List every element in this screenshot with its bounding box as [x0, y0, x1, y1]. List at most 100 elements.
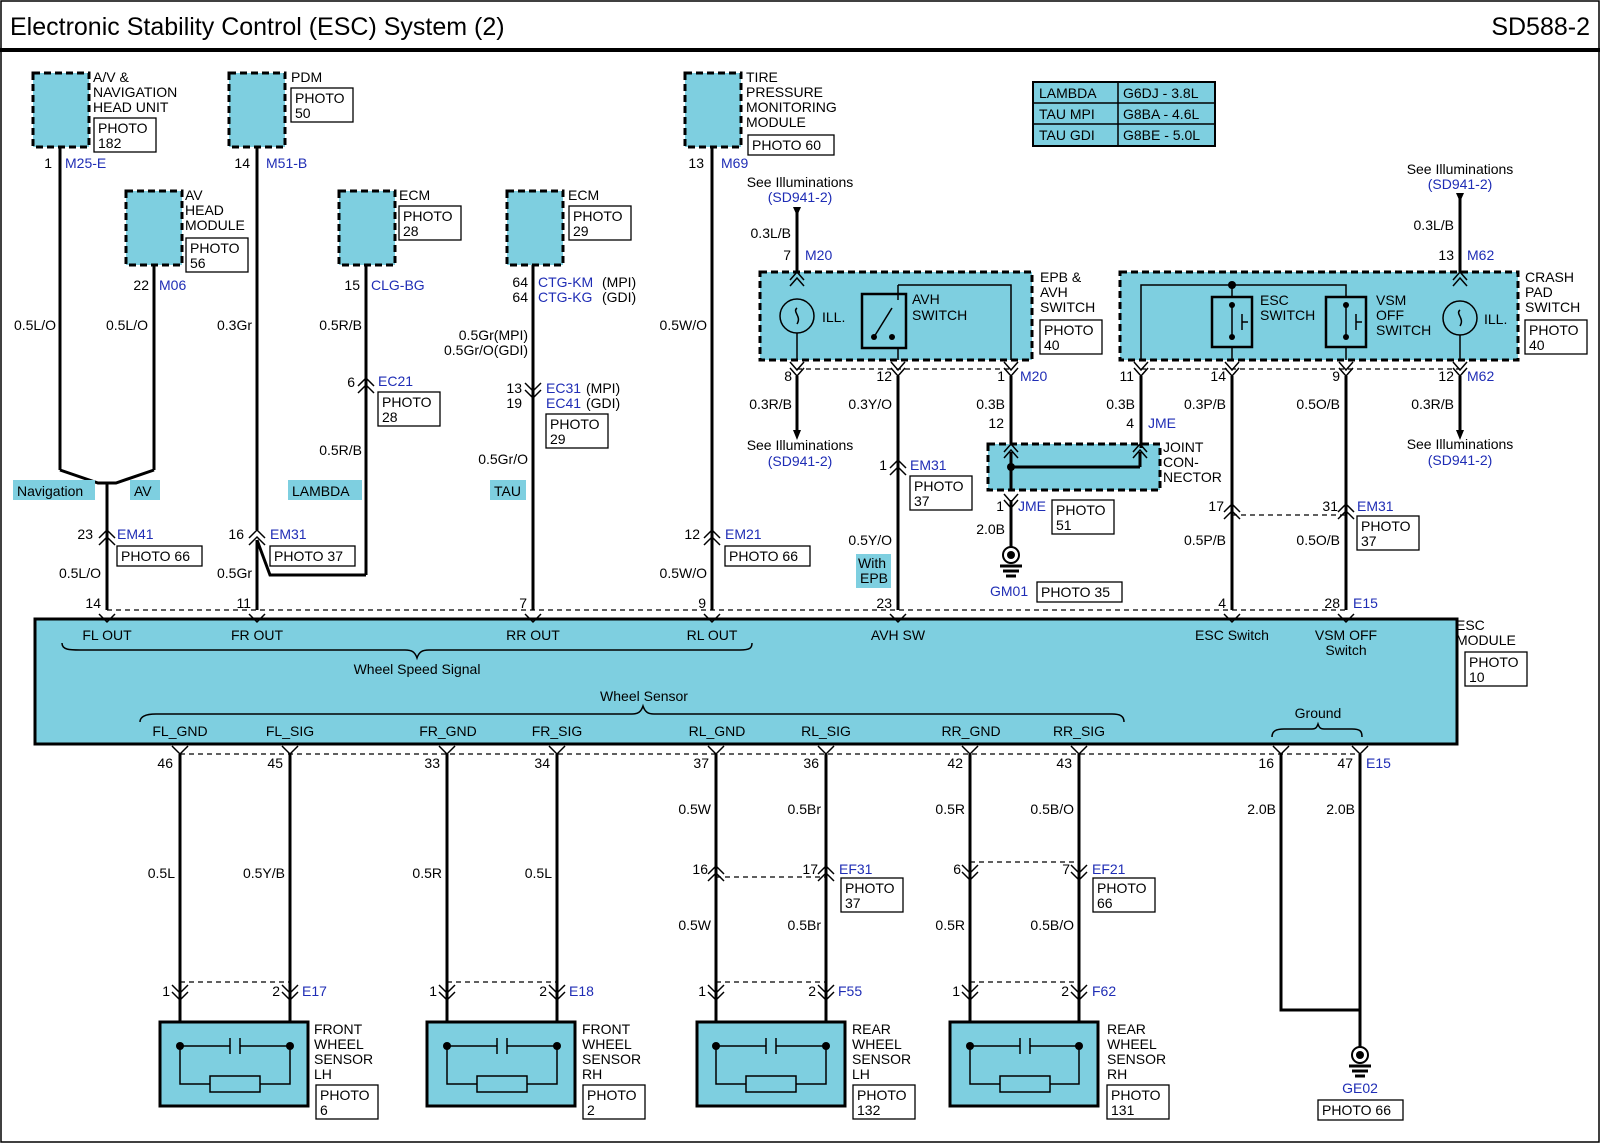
- svg-text:(SD941-2): (SD941-2): [768, 189, 833, 205]
- svg-text:SWITCH: SWITCH: [1260, 307, 1315, 323]
- tag-av: AV: [134, 483, 152, 499]
- svg-text:FR_GND: FR_GND: [419, 723, 477, 739]
- ecm-tau: ECM PHOTO 29 64 64 CTG-KM (MPI) CTG-KG (…: [444, 187, 636, 610]
- svg-text:(SD941-2): (SD941-2): [1428, 452, 1493, 468]
- svg-text:FL_GND: FL_GND: [152, 723, 207, 739]
- svg-text:0.5Y/O: 0.5Y/O: [848, 532, 892, 548]
- svg-text:64: 64: [512, 289, 528, 305]
- svg-text:4: 4: [1126, 415, 1134, 431]
- av-navigation-head-unit: A/V & NAVIGATION HEAD UNIT PHOTO 182 1 M…: [14, 69, 177, 470]
- svg-text:See Illuminations: See Illuminations: [747, 437, 854, 453]
- svg-text:EM31: EM31: [270, 526, 307, 542]
- svg-text:42: 42: [947, 755, 963, 771]
- svg-text:G8BE - 5.0L: G8BE - 5.0L: [1123, 127, 1200, 143]
- svg-text:Switch: Switch: [1325, 642, 1366, 658]
- svg-text:37: 37: [693, 755, 709, 771]
- svg-text:0.5W: 0.5W: [678, 917, 711, 933]
- svg-text:PAD: PAD: [1525, 284, 1553, 300]
- svg-text:132: 132: [857, 1102, 881, 1118]
- crash-pad-switch: See Illuminations (SD941-2) 0.3L/B 13 M6…: [1106, 161, 1588, 610]
- svg-text:56: 56: [190, 255, 206, 271]
- svg-text:64: 64: [512, 274, 528, 290]
- svg-text:28: 28: [1324, 595, 1340, 611]
- svg-text:PHOTO: PHOTO: [845, 880, 895, 896]
- svg-text:JME: JME: [1018, 498, 1046, 514]
- svg-text:51: 51: [1056, 517, 1072, 533]
- svg-text:16: 16: [692, 861, 708, 877]
- svg-text:PHOTO 37: PHOTO 37: [274, 548, 343, 564]
- svg-text:50: 50: [295, 105, 311, 121]
- svg-text:0.3L/B: 0.3L/B: [1414, 217, 1454, 233]
- svg-text:14: 14: [1210, 368, 1226, 384]
- svg-text:PHOTO: PHOTO: [382, 394, 432, 410]
- svg-text:1: 1: [429, 983, 437, 999]
- svg-text:ECM: ECM: [568, 187, 599, 203]
- svg-text:182: 182: [98, 135, 122, 151]
- svg-text:0.5Gr: 0.5Gr: [217, 565, 252, 581]
- svg-text:0.3Y/O: 0.3Y/O: [848, 396, 892, 412]
- svg-text:23: 23: [876, 595, 892, 611]
- svg-text:PHOTO: PHOTO: [857, 1087, 907, 1103]
- svg-text:E17: E17: [302, 983, 327, 999]
- svg-text:2.0B: 2.0B: [1326, 801, 1355, 817]
- svg-text:PHOTO: PHOTO: [1111, 1087, 1161, 1103]
- svg-text:0.5P/B: 0.5P/B: [1184, 532, 1226, 548]
- svg-text:SENSOR: SENSOR: [1107, 1051, 1166, 1067]
- svg-text:31: 31: [1322, 498, 1338, 514]
- svg-text:PRESSURE: PRESSURE: [746, 84, 823, 100]
- svg-text:AVH: AVH: [1040, 284, 1068, 300]
- connector-m06: M06: [159, 277, 186, 293]
- svg-text:EM21: EM21: [725, 526, 762, 542]
- svg-text:23: 23: [77, 526, 93, 542]
- svg-text:8: 8: [784, 368, 792, 384]
- svg-text:0.3R/B: 0.3R/B: [749, 396, 792, 412]
- svg-text:11: 11: [1119, 368, 1134, 384]
- svg-text:ESC Switch: ESC Switch: [1195, 627, 1269, 643]
- svg-text:LH: LH: [314, 1066, 332, 1082]
- connector-m25-e: M25-E: [65, 155, 106, 171]
- svg-text:REAR: REAR: [1107, 1021, 1146, 1037]
- svg-text:SENSOR: SENSOR: [852, 1051, 911, 1067]
- svg-text:1: 1: [162, 983, 170, 999]
- svg-text:2.0B: 2.0B: [1247, 801, 1276, 817]
- svg-text:SENSOR: SENSOR: [314, 1051, 373, 1067]
- svg-text:Wheel Sensor: Wheel Sensor: [600, 688, 688, 704]
- navigation-av-merge: Navigation AV: [13, 468, 160, 500]
- svg-text:11: 11: [236, 595, 251, 611]
- svg-text:0.3L/B: 0.3L/B: [751, 225, 791, 241]
- svg-text:CON-: CON-: [1163, 454, 1199, 470]
- svg-text:16: 16: [228, 526, 244, 542]
- svg-text:G8BA - 4.6L: G8BA - 4.6L: [1123, 106, 1199, 122]
- svg-text:PHOTO: PHOTO: [914, 478, 964, 494]
- svg-text:PHOTO 66: PHOTO 66: [1322, 1102, 1391, 1118]
- svg-text:See Illuminations: See Illuminations: [1407, 161, 1514, 177]
- svg-text:ESC: ESC: [1260, 292, 1289, 308]
- svg-text:WHEEL: WHEEL: [582, 1036, 632, 1052]
- svg-text:0.5R: 0.5R: [935, 801, 965, 817]
- connector-ec31-ec41: 13 19 EC31 (MPI) EC41 (GDI) PHOTO 29 0.5…: [478, 380, 620, 500]
- svg-text:PHOTO 66: PHOTO 66: [121, 548, 190, 564]
- svg-text:1: 1: [996, 498, 1004, 514]
- svg-text:0.5B/O: 0.5B/O: [1030, 801, 1074, 817]
- svg-text:VSM: VSM: [1376, 292, 1406, 308]
- svg-text:0.3B: 0.3B: [1106, 396, 1135, 412]
- svg-text:7: 7: [519, 595, 527, 611]
- svg-text:37: 37: [1361, 533, 1377, 549]
- joint-connector: 12 4 JME JOINT CON- NECTOR 1 JME PHOTO 5…: [976, 415, 1222, 603]
- svg-text:0.5R/B: 0.5R/B: [319, 442, 362, 458]
- svg-text:RL OUT: RL OUT: [687, 627, 738, 643]
- svg-text:MODULE: MODULE: [185, 217, 245, 233]
- connector-ef31: 16 17 EF31 PHOTO 37: [692, 861, 904, 913]
- svg-text:EM41: EM41: [117, 526, 154, 542]
- pdm: PDM PHOTO 50 14 M51-B 0.3Gr: [217, 69, 354, 530]
- svg-text:ECM: ECM: [399, 187, 430, 203]
- rear-wheel-sensor-lh: 1 2 F55 REAR WHEEL SENSOR LH PHOTO 132: [695, 981, 916, 1120]
- svg-text:40: 40: [1044, 337, 1060, 353]
- connector-ec21: 6 EC21 PHOTO 28 0.5R/B: [319, 373, 441, 458]
- svg-text:45: 45: [267, 755, 283, 771]
- svg-text:WHEEL: WHEEL: [314, 1036, 364, 1052]
- svg-text:0.5R: 0.5R: [935, 917, 965, 933]
- svg-text:13: 13: [1438, 247, 1454, 263]
- svg-text:A/V &: A/V &: [93, 69, 129, 85]
